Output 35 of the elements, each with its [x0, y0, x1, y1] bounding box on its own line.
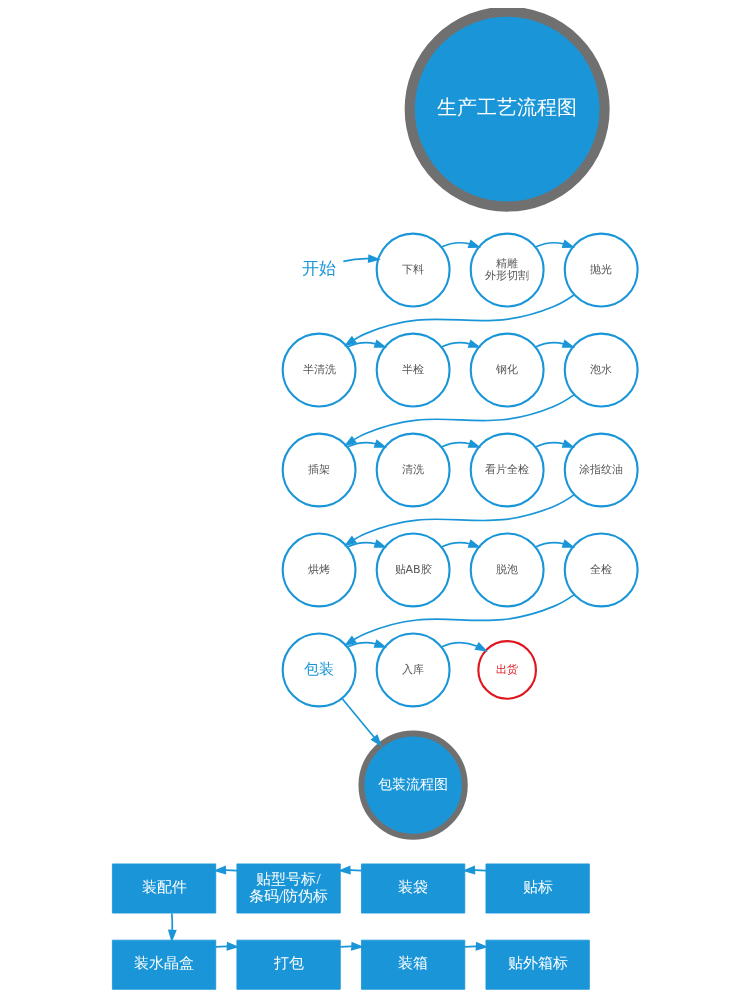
arrow	[346, 439, 388, 448]
node-box: 装箱	[361, 939, 466, 990]
arrow	[440, 641, 488, 652]
node-box: 打包	[236, 939, 341, 990]
arrow	[440, 239, 482, 248]
node-box: 贴型号标/条码/防伪标	[236, 863, 341, 914]
arrow	[534, 539, 576, 548]
arrow	[534, 439, 576, 448]
node-box: 装水晶盒	[111, 939, 217, 990]
arrow	[534, 339, 576, 348]
node-box: 贴外箱标	[485, 939, 590, 990]
arrow	[440, 439, 482, 448]
arrow	[346, 339, 388, 348]
arrow	[343, 493, 576, 547]
node-circle: 生产工艺流程图	[404, 8, 610, 212]
arrow	[213, 865, 238, 875]
arrow	[346, 539, 388, 548]
arrow	[462, 865, 487, 875]
arrow	[346, 639, 388, 648]
arrow	[341, 697, 383, 747]
arrow	[342, 254, 381, 264]
arrow	[440, 539, 482, 548]
arrow	[343, 293, 576, 347]
node-box: 贴标	[485, 863, 590, 914]
arrow	[440, 339, 482, 348]
arrow	[343, 593, 576, 647]
node-circle: 出货	[477, 640, 537, 700]
node-circle: 下料	[375, 232, 451, 308]
arrow	[534, 239, 576, 248]
node-box: 装配件	[111, 863, 217, 914]
node-text: 开始	[302, 258, 337, 279]
arrow	[167, 912, 177, 943]
node-box: 装袋	[361, 863, 466, 914]
node-circle: 包装流程图	[358, 730, 468, 840]
arrow	[343, 393, 576, 447]
